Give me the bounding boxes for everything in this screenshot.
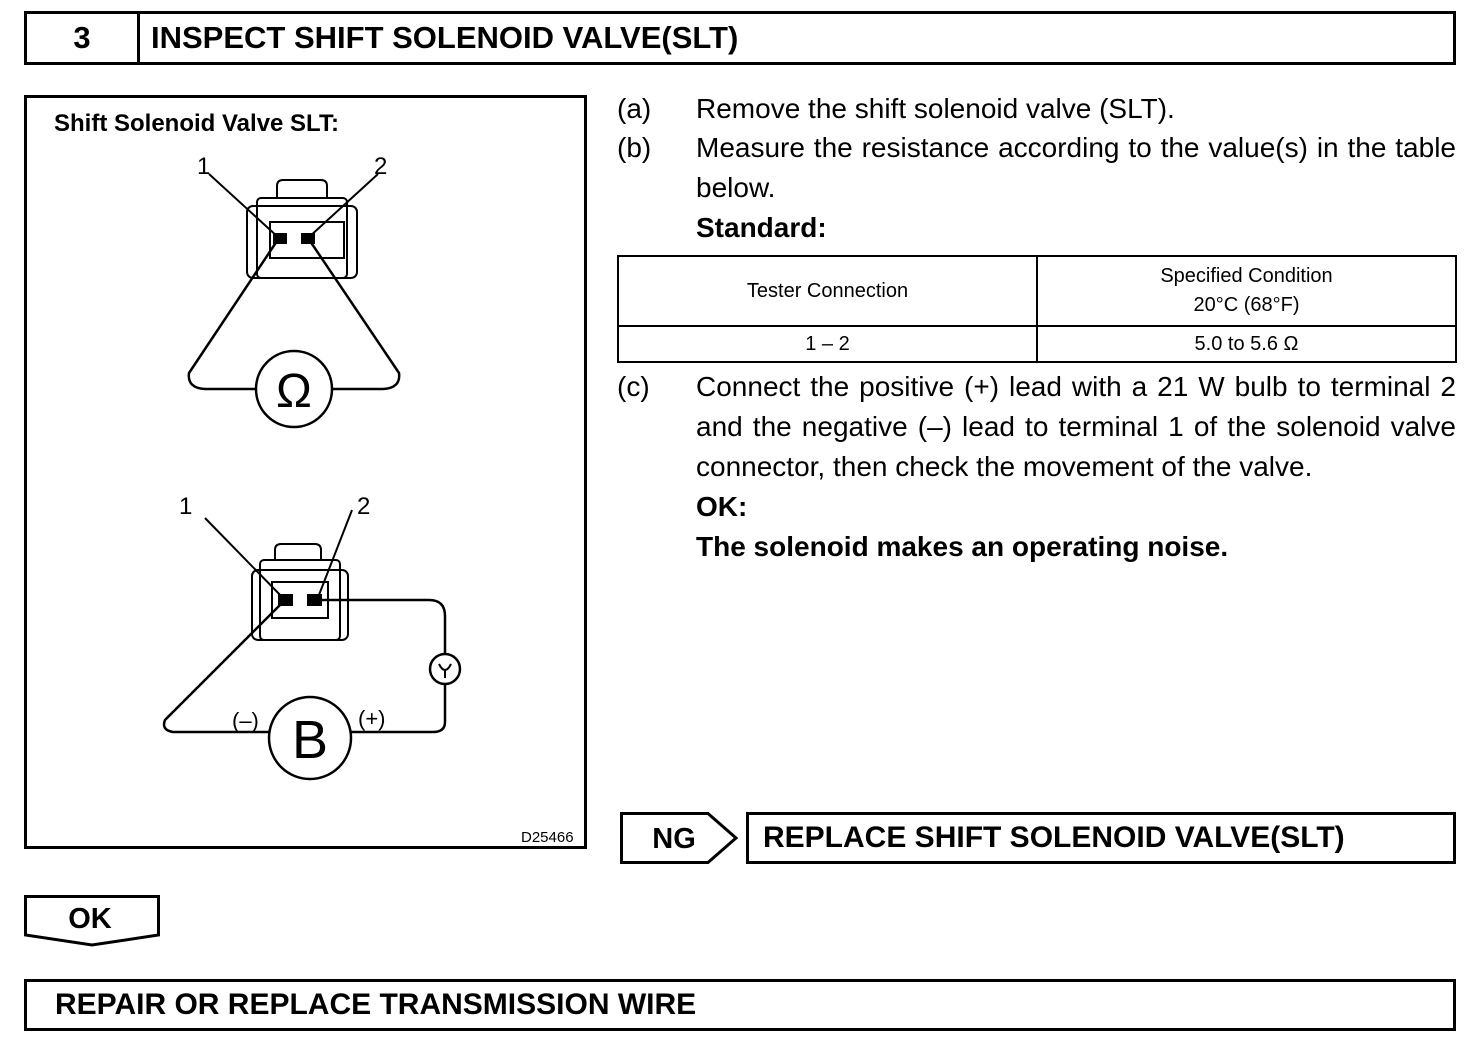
ok-arrow: OK xyxy=(24,895,160,947)
step-title: INSPECT SHIFT SOLENOID VALVE(SLT) xyxy=(151,20,739,55)
ok-condition-text: The solenoid makes an operating noise. xyxy=(696,531,1229,562)
bottom-terminal-1-label: 1 xyxy=(179,493,192,520)
figure-id: D25466 xyxy=(521,829,574,846)
col-header-tester-connection: Tester Connection xyxy=(617,255,1038,327)
ng-arrow: NG xyxy=(620,812,739,864)
col-header-specified-condition: Specified Condition 20°C (68°F) xyxy=(1036,255,1457,327)
battery-symbol: B xyxy=(292,710,328,770)
table-row: 1 – 2 5.0 to 5.6 Ω xyxy=(617,325,1457,363)
negative-label: (–) xyxy=(232,708,259,733)
step-c-label: (c) xyxy=(617,371,650,402)
ng-action-box: REPLACE SHIFT SOLENOID VALVE(SLT) xyxy=(746,812,1456,864)
step-b-label: (b) xyxy=(617,132,652,163)
final-action-box: REPAIR OR REPLACE TRANSMISSION WIRE xyxy=(24,979,1456,1031)
ng-action-text: REPLACE SHIFT SOLENOID VALVE(SLT) xyxy=(763,821,1345,854)
cell-connection: 1 – 2 xyxy=(617,325,1038,363)
standard-label: Standard: xyxy=(696,212,827,243)
step-number: 3 xyxy=(27,14,140,62)
ng-label: NG xyxy=(652,823,696,855)
top-terminal-1-label: 1 xyxy=(197,153,210,180)
ohm-symbol: Ω xyxy=(276,365,312,418)
figure-title: Shift Solenoid Valve SLT: xyxy=(54,110,339,137)
step-header: 3 INSPECT SHIFT SOLENOID VALVE(SLT) xyxy=(24,11,1456,65)
connector-icon xyxy=(246,179,358,279)
spec-condition-line1: Specified Condition xyxy=(1160,265,1333,287)
bottom-terminal-2-label: 2 xyxy=(357,493,370,520)
top-terminal-2-label: 2 xyxy=(374,153,387,180)
step-c-text: Connect the positive (+) lead with a 21 … xyxy=(696,371,1456,482)
ok-label: OK xyxy=(68,903,112,935)
wiring-diagram: Shift Solenoid Valve SLT: 1 2 Ω 1 2 xyxy=(54,110,574,846)
battery-icon: B xyxy=(267,695,353,781)
ohmmeter-icon: Ω xyxy=(254,349,334,429)
resistance-spec-table: Tester Connection Specified Condition 20… xyxy=(617,255,1457,363)
step-a-text: Remove the shift solenoid valve (SLT). xyxy=(696,93,1175,124)
bulb-icon xyxy=(428,652,462,686)
cell-condition: 5.0 to 5.6 Ω xyxy=(1036,325,1457,363)
solenoid-illustration: Shift Solenoid Valve SLT: 1 2 Ω 1 2 xyxy=(24,95,587,849)
positive-label: (+) xyxy=(358,706,386,731)
final-action-text: REPAIR OR REPLACE TRANSMISSION WIRE xyxy=(55,988,697,1021)
step-a-label: (a) xyxy=(617,93,652,124)
spec-condition-line2: 20°C (68°F) xyxy=(1193,294,1300,316)
step-b-text: Measure the resistance according to the … xyxy=(696,132,1456,203)
ok-condition-label: OK: xyxy=(696,491,748,522)
